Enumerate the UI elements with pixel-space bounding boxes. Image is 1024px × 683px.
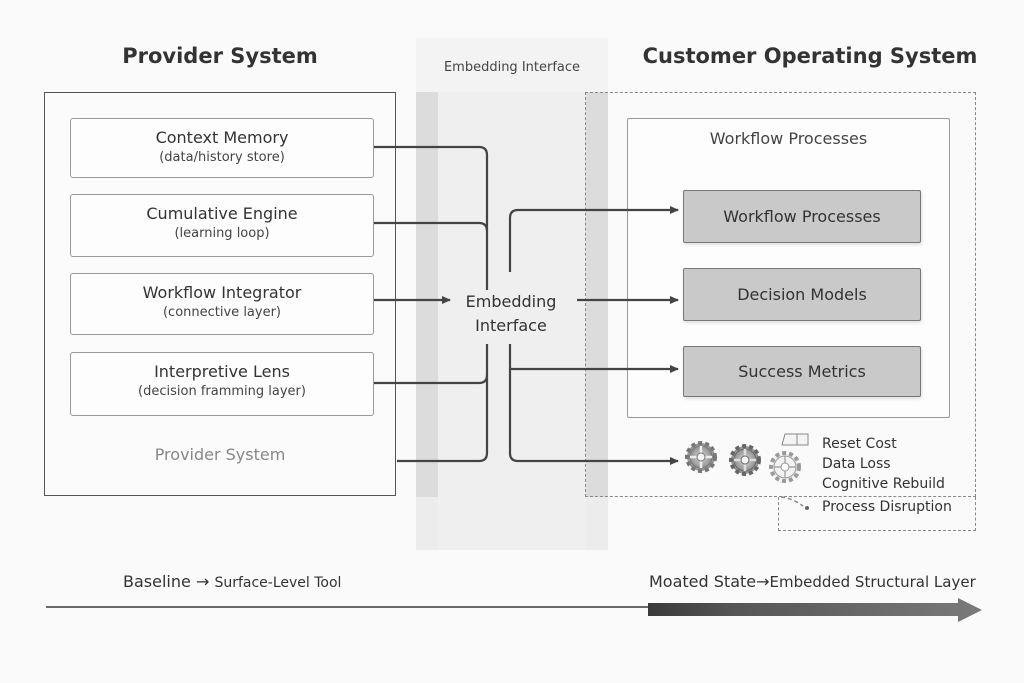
axis-progress-arrow: [648, 598, 982, 622]
cost-item: Reset Cost: [822, 436, 897, 452]
component-subtitle: (connective layer): [162, 305, 281, 320]
component-interpretive-lens[interactable]: Interpretive Lens (decision framming lay…: [70, 352, 374, 416]
cost-item: Data Loss: [822, 456, 891, 472]
process-disruption-label: Process Disruption: [822, 499, 952, 515]
eraser-icon: [781, 433, 809, 446]
surface-level-text: Surface-Level Tool: [214, 575, 342, 591]
embedding-label-line2: Interface: [475, 316, 547, 335]
component-title: Cumulative Engine: [146, 204, 298, 223]
gear-icon: [769, 451, 801, 483]
connector-provider-system: [397, 344, 489, 463]
disruption-pointer: [780, 496, 804, 507]
component-title: Context Memory: [155, 128, 289, 147]
switching-cost-list: Reset Cost Data Loss Cognitive Rebuild: [822, 434, 945, 494]
embedded-layer-text: Embedded Structural Layer: [769, 573, 976, 591]
cost-item: Cognitive Rebuild: [822, 476, 945, 492]
workflow-container-title: Workflow Processes: [709, 129, 868, 148]
axis-baseline-label: Baseline → Surface-Level Tool: [123, 572, 341, 591]
disruption-bullet-icon: [805, 506, 809, 510]
arrow-right-icon: →: [756, 572, 770, 591]
band-strip-left: [416, 92, 438, 497]
target-success-metrics[interactable]: Success Metrics: [683, 346, 921, 397]
connector-to-workflow-processes: [508, 206, 679, 272]
customer-system-boundary: [585, 92, 976, 497]
disruption-boundary: [778, 497, 976, 531]
connector-cumulative-engine: [374, 221, 489, 232]
connector-interpretive-lens: [374, 374, 489, 385]
gear-icon: [685, 441, 717, 473]
arrow-right-icon: →: [195, 572, 210, 591]
embedding-band-label: Embedding Interface: [443, 60, 581, 75]
component-title: Interpretive Lens: [154, 362, 290, 381]
axis-moated-label: Moated State→Embedded Structural Layer: [649, 572, 976, 591]
connector-to-success-metrics: [508, 344, 679, 465]
connector-context-memory: [374, 145, 489, 290]
component-cumulative-engine[interactable]: Cumulative Engine (learning loop): [70, 194, 374, 257]
band-strip-right: [586, 92, 608, 497]
provider-system-footer: Provider System: [154, 445, 286, 464]
component-subtitle: (decision framming layer): [138, 384, 306, 399]
target-decision-models[interactable]: Decision Models: [683, 268, 921, 321]
embedding-interface-node: Embedding Interface: [448, 290, 574, 338]
component-subtitle: (data/history store): [159, 150, 285, 165]
moated-state-text: Moated State: [649, 572, 757, 591]
component-workflow-integrator[interactable]: Workflow Integrator (connective layer): [70, 273, 374, 335]
customer-title: Customer Operating System: [642, 44, 978, 68]
band-strip-left-low: [416, 497, 438, 550]
provider-title: Provider System: [122, 44, 318, 68]
embedding-band: [416, 38, 608, 550]
component-title: Workflow Integrator: [142, 283, 302, 302]
embedding-band-header: [416, 38, 608, 92]
embedding-label-line1: Embedding: [465, 292, 557, 311]
band-strip-right-low: [586, 497, 608, 550]
component-subtitle: (learning loop): [174, 226, 270, 241]
baseline-text: Baseline: [123, 572, 191, 591]
target-workflow-processes[interactable]: Workflow Processes: [683, 190, 921, 243]
component-context-memory[interactable]: Context Memory (data/history store): [70, 118, 374, 178]
gear-icon: [729, 444, 761, 476]
